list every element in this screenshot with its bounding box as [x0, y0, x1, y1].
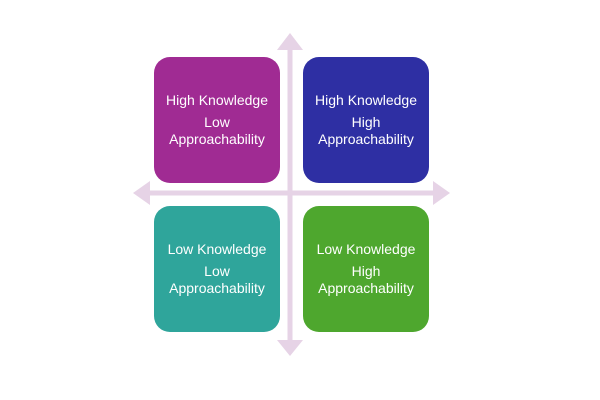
horizontal-axis	[133, 181, 450, 205]
quadrant-high-knowledge-high-approachability: High Knowledge High Approachability	[303, 57, 429, 183]
arrow-left-icon	[133, 181, 150, 205]
quadrant-subtitle: High Approachability	[318, 114, 414, 147]
quadrant-title: High Knowledge	[315, 92, 417, 108]
arrow-up-icon	[277, 33, 303, 50]
quadrant-title: Low Knowledge	[167, 241, 267, 257]
arrow-down-icon	[277, 340, 303, 356]
quadrant-title: Low Knowledge	[316, 241, 416, 257]
arrow-right-icon	[433, 181, 450, 205]
quadrant-subtitle: High Approachability	[318, 263, 414, 296]
vertical-axis	[277, 33, 303, 356]
quadrant-low-knowledge-high-approachability: Low Knowledge High Approachability	[303, 206, 429, 332]
quadrant-subtitle: Low Approachability	[169, 263, 265, 296]
quadrant-high-knowledge-low-approachability: High Knowledge Low Approachability	[154, 57, 280, 183]
quadrant-title: High Knowledge	[166, 92, 268, 108]
quadrant-low-knowledge-low-approachability: Low Knowledge Low Approachability	[154, 206, 280, 332]
quadrant-subtitle: Low Approachability	[169, 114, 265, 147]
